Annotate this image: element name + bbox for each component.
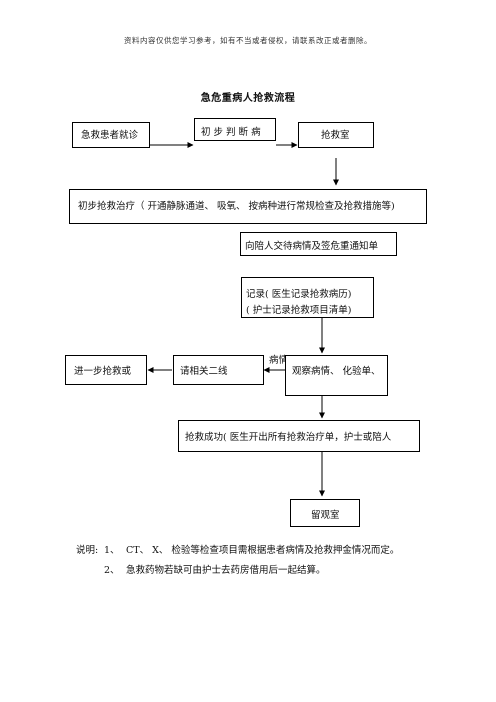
label-initial-judgment: 初 步 判 断 病 [201,127,261,138]
box-patient-visit: 急救患者就诊 [72,122,150,148]
note-2-number: 2、 [104,565,120,576]
label-inform-family: 向陪人交待病情及签危重通知单 [245,241,379,252]
box-inform-family: 向陪人交待病情及签危重通知单 [240,232,397,256]
label-observe-condition: 观察病情、 化验单、 [292,366,381,377]
label-initial-treatment: 初步抢救治疗（ 开通静脉通道、 吸氧、 按病种进行常规检查及抢救措施等) [78,201,395,212]
box-rescue-success: 抢救成功( 医生开出所有抢救治疗单，护士或陪人 [178,420,420,452]
label-condition-partial: 病情 [269,355,289,366]
label-record-doctor: 记录( 医生记录抢救病历) [246,289,352,300]
label-rescue-success: 抢救成功( 医生开出所有抢救治疗单，护士或陪人 [185,432,392,443]
label-further-rescue: 进一步抢救或 [74,366,132,377]
notes-prefix: 说明: [76,545,99,556]
note-1-number: 1、 [104,545,120,556]
header-notice: 资料内容仅供您学习参考，如有不当或者侵权，请联系改正或者删除。 [124,36,372,45]
document-title: 急危重病人抢救流程 [200,93,296,104]
box-further-rescue: 进一步抢救或 [65,355,147,385]
box-observe-condition: 观察病情、 化验单、 [285,355,388,396]
label-consult-second-line: 请相关二线 [180,366,228,377]
label-observation-room: 留观室 [311,510,340,521]
box-initial-treatment: 初步抢救治疗（ 开通静脉通道、 吸氧、 按病种进行常规检查及抢救措施等) [69,189,427,224]
label-rescue-room: 抢救室 [321,130,350,141]
note-2-text: 急救药物若缺可由护士去药房借用后一起结算。 [126,565,326,576]
label-record-nurse: ( 护士记录抢救项目清单) [246,305,352,316]
note-1-text: CT、 X、 检验等检查项目需根据患者病情及抢救押金情况而定。 [126,545,400,556]
box-record: 记录( 医生记录抢救病历) ( 护士记录抢救项目清单) [241,277,374,318]
box-observation-room: 留观室 [290,499,360,527]
box-rescue-room: 抢救室 [298,122,374,148]
box-initial-judgment: 初 步 判 断 病 [194,118,276,141]
box-consult-second-line: 请相关二线 [173,355,264,385]
label-patient-visit: 急救患者就诊 [81,130,139,141]
